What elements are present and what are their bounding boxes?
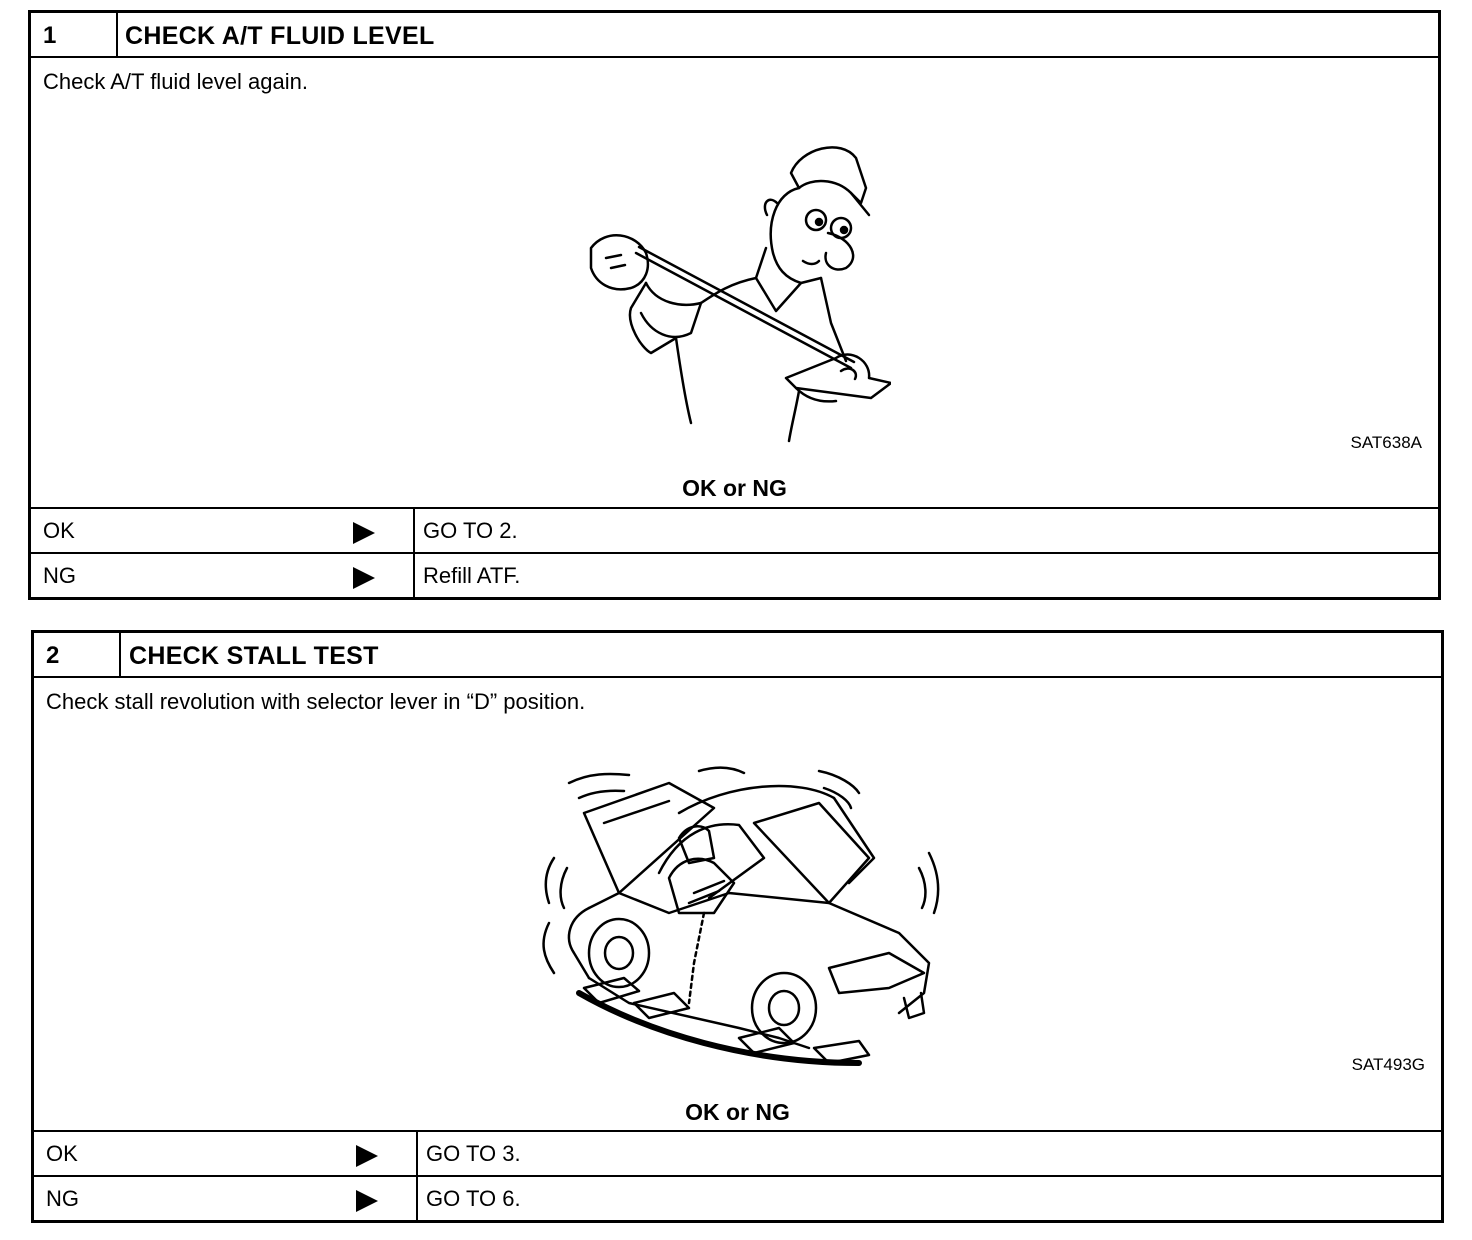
step-title: CHECK STALL TEST: [129, 642, 379, 670]
result-row-ng: NG GO TO 6.: [34, 1175, 1441, 1220]
row-divider: [416, 1132, 418, 1175]
row-divider: [413, 509, 415, 552]
result-action: Refill ATF.: [423, 563, 521, 588]
step-header: 2 CHECK STALL TEST: [34, 633, 1441, 678]
result-row-ng: NG Refill ATF.: [31, 552, 1438, 597]
result-action: GO TO 3.: [426, 1141, 521, 1166]
car-stall-test-illustration: [542, 766, 940, 1066]
step-number: 2: [46, 642, 60, 669]
diagnostic-step-1: 1 CHECK A/T FLUID LEVEL Check A/T fluid …: [28, 10, 1441, 600]
step-header: 1 CHECK A/T FLUID LEVEL: [31, 13, 1438, 58]
step-instruction: Check stall revolution with selector lev…: [46, 689, 586, 714]
figure-code: SAT638A: [1350, 433, 1422, 452]
figure-code: SAT493G: [1351, 1055, 1425, 1074]
result-row-ok: OK GO TO 3.: [34, 1130, 1441, 1175]
arrow-right-icon: [356, 1190, 378, 1212]
row-divider: [413, 554, 415, 597]
result-table: OK GO TO 2. NG Refill ATF.: [31, 507, 1438, 597]
result-prompt: OK or NG: [685, 1099, 790, 1125]
arrow-right-icon: [353, 567, 375, 589]
result-row-ok: OK GO TO 2.: [31, 507, 1438, 552]
result-prompt: OK or NG: [682, 475, 787, 501]
arrow-right-icon: [356, 1145, 378, 1167]
row-divider: [416, 1177, 418, 1220]
header-divider: [119, 633, 121, 676]
step-title: CHECK A/T FLUID LEVEL: [125, 22, 435, 50]
header-divider: [116, 13, 118, 56]
arrow-right-icon: [353, 522, 375, 544]
step-number: 1: [43, 22, 57, 49]
result-table: OK GO TO 3. NG GO TO 6.: [34, 1130, 1441, 1220]
result-label: OK: [43, 518, 75, 543]
result-label: OK: [46, 1141, 78, 1166]
mechanic-checking-dipstick-illustration: [589, 146, 891, 443]
result-action: GO TO 2.: [423, 518, 518, 543]
result-label: NG: [43, 563, 76, 588]
result-action: GO TO 6.: [426, 1186, 521, 1211]
step-instruction: Check A/T fluid level again.: [43, 69, 308, 94]
diagnostic-step-2: 2 CHECK STALL TEST Check stall revolutio…: [31, 630, 1444, 1223]
result-label: NG: [46, 1186, 79, 1211]
